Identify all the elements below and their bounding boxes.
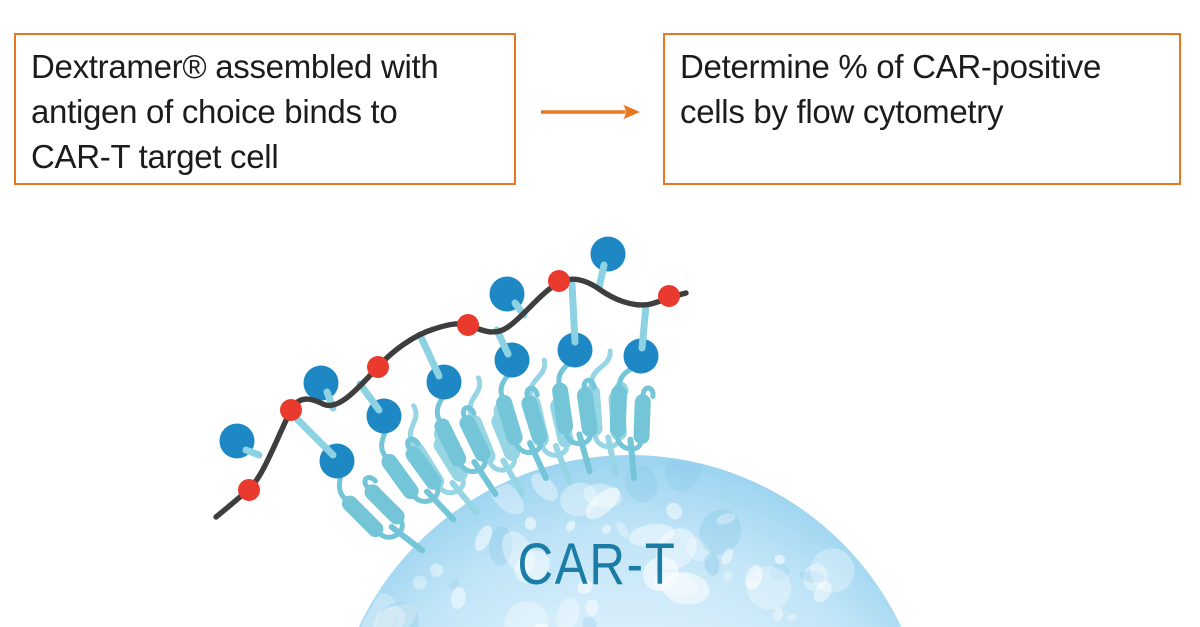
cell-body <box>358 455 902 627</box>
fluorophore-dot <box>548 270 570 292</box>
step1-line1: Dextramer® assembled with <box>31 48 439 85</box>
step2-line2: cells by flow cytometry <box>680 93 1004 130</box>
antigen-stem <box>286 408 337 459</box>
cell-label: CAR-T <box>517 532 676 597</box>
antigen-circle <box>623 338 659 374</box>
antigen-stem <box>638 302 650 352</box>
antigen-circle <box>494 342 530 378</box>
step-box-flow-cytometry: Determine % of CAR-positive cells by flo… <box>663 33 1181 185</box>
fluorophore-group <box>238 270 680 501</box>
fluorophore-dot <box>367 356 389 378</box>
fluorophore-dot <box>280 399 302 421</box>
antigen-stem <box>595 261 608 292</box>
antigen-circle <box>590 236 626 272</box>
antigen-circle <box>303 365 339 401</box>
antigen-stem <box>356 380 383 414</box>
cell-texture <box>359 457 855 627</box>
dextran-backbone <box>213 276 689 520</box>
antigen-stem <box>568 280 579 346</box>
antigen-stem <box>242 446 263 459</box>
fluorophore-dot <box>658 285 680 307</box>
arrow-right-icon <box>541 104 640 120</box>
step1-line2: antigen of choice binds to <box>31 93 398 130</box>
fluorophore-dot <box>457 314 479 336</box>
antigen-circle <box>426 364 462 400</box>
antigen-circle <box>557 332 593 368</box>
step1-line3: CAR-T target cell <box>31 138 279 175</box>
step-box-dextramer-binding: Dextramer® assembled with antigen of cho… <box>14 33 516 185</box>
fluorophore-dot <box>238 479 260 501</box>
antigen-stem <box>416 331 443 380</box>
step2-line1: Determine % of CAR-positive <box>680 48 1102 85</box>
